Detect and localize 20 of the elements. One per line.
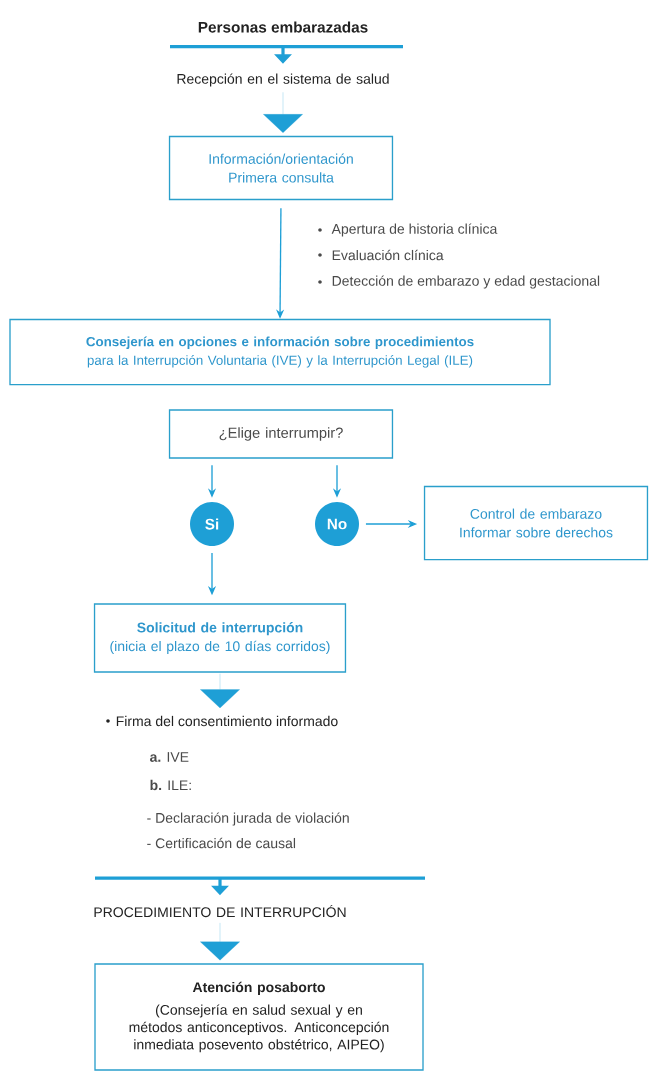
list-item: - Certificación de causal [147, 837, 296, 849]
question-box: ¿Elige interrumpir? [168, 409, 394, 459]
process-box: Atención posaborto (Consejería en salud sexual y en métodos anticonceptivos. Anticoncepción inmediata posevento obstétrico, AIPEO) [94, 963, 424, 1071]
flow-text: Recepción en el sistema de salud [177, 73, 389, 87]
heading-text: Personas embarazadas [198, 21, 368, 33]
process-box: Información/orientación Primera consulta [168, 135, 394, 201]
triangle-arrow [200, 673, 240, 709]
flow-text: PROCEDIMIENTO DE INTERRUPCIÓN [94, 904, 346, 918]
triangle-arrow [200, 922, 240, 961]
list-item: Evaluación clínica [318, 249, 444, 261]
process-box: Solicitud de interrupción (inicia el plazo de 10 días corridos) [93, 603, 347, 673]
flow-text: Firma del consentimiento informado [106, 715, 338, 727]
list-item: a. IVE [150, 752, 189, 762]
list-item: Detección de embarazo y edad gestacional [318, 275, 600, 289]
process-box: Consejería en opciones e información sobre procedimientos para la Interrupción Voluntaria (IVE) y la Interrupción Legal (ILE) [9, 318, 551, 386]
list-item: - Declaración jurada de violación [147, 812, 349, 826]
list-item: b. ILE: [150, 779, 191, 791]
triangle-arrow [263, 92, 303, 133]
process-box: Control de embarazo Informar sobre derechos [423, 485, 649, 561]
list-item: Apertura de historia clínica [318, 223, 498, 237]
